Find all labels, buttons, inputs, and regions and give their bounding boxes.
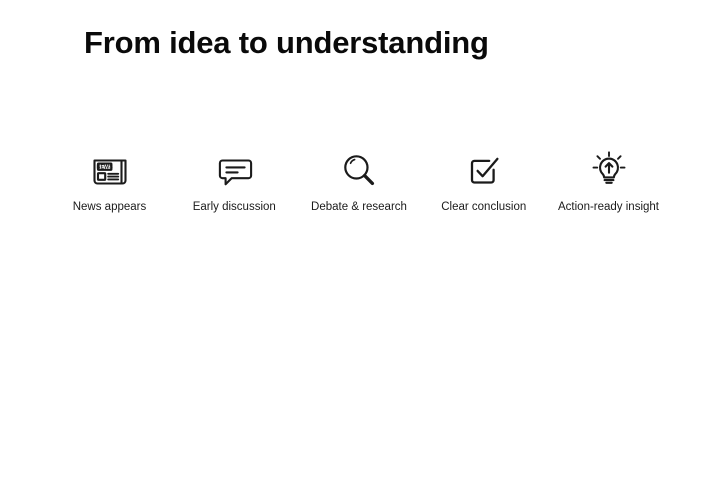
speech-bubble-icon xyxy=(212,148,256,192)
timeline-connector xyxy=(545,148,547,192)
svg-text:NEWS: NEWS xyxy=(96,165,113,171)
timeline-step-label: Action-ready insight xyxy=(558,201,659,213)
page-title: From idea to understanding xyxy=(84,25,489,60)
checkbox-check-icon xyxy=(462,148,506,192)
timeline-step-label: Clear conclusion xyxy=(441,201,527,213)
timeline-row: NEWS News appears xyxy=(48,148,670,214)
timeline-step-label: Early discussion xyxy=(192,201,276,213)
timeline-step-early-discussion[interactable]: Early discussion xyxy=(173,148,296,214)
timeline-step-label: News appears xyxy=(72,201,147,213)
magnifier-icon xyxy=(337,148,381,192)
timeline-step-debate-research[interactable]: Debate & research xyxy=(298,148,421,214)
timeline-connector xyxy=(296,148,298,192)
lightbulb-idea-icon xyxy=(587,148,631,192)
timeline-step-action-ready-insight[interactable]: Action-ready insight xyxy=(547,148,670,214)
timeline-connector xyxy=(421,148,423,192)
timeline-connector xyxy=(171,148,173,192)
newspaper-icon: NEWS xyxy=(88,148,132,192)
process-timeline: NEWS News appears xyxy=(48,148,670,232)
timeline-step-news-appears[interactable]: NEWS News appears xyxy=(48,148,171,214)
timeline-step-label: Debate & research xyxy=(311,201,407,213)
timeline-step-clear-conclusion[interactable]: Clear conclusion xyxy=(422,148,545,214)
